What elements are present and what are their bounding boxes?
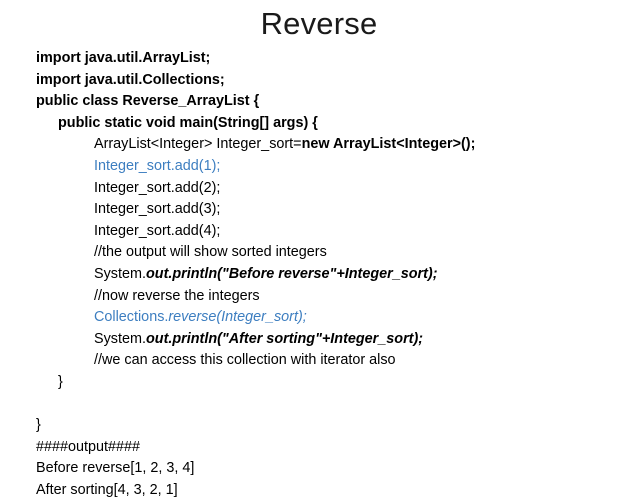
- code-line-comment-now-reverse: //now reverse the integers: [36, 286, 626, 308]
- code-line-output-header: ####output####: [36, 437, 626, 459]
- code-line-import-collections: import java.util.Collections;: [36, 70, 626, 92]
- slide-canvas: Reverse import java.util.ArrayList; impor…: [36, 6, 476, 498]
- code-line-comment-iterator: //we can access this collection with ite…: [36, 350, 626, 372]
- code-segment-add-4-0: Integer_sort.add(4);: [94, 222, 221, 239]
- code-segment-comment-iterator-0: //we can access this collection with ite…: [94, 352, 396, 369]
- code-line-spacer-1: [36, 394, 626, 416]
- code-segment-close-main-0: }: [58, 373, 63, 390]
- code-line-import-arraylist: import java.util.ArrayList;: [36, 48, 626, 70]
- code-segment-declare-list-0: ArrayList<Integer> Integer_sort=: [94, 136, 302, 153]
- code-line-class-decl: public class Reverse_ArrayList {: [36, 91, 626, 113]
- code-segment-print-before-1: out.println("Before reverse"+Integer_sor…: [145, 265, 438, 282]
- code-segment-collections-reverse-0: Collections.: [94, 309, 169, 326]
- code-line-output-before: Before reverse[1, 2, 3, 4]: [36, 458, 626, 480]
- code-segment-add-3-0: Integer_sort.add(3);: [94, 201, 221, 218]
- code-segment-add-1-0: Integer_sort.add(1);: [94, 157, 221, 174]
- code-line-comment-sorted: //the output will show sorted integers: [36, 242, 626, 264]
- code-segment-import-arraylist-0: import java.util.ArrayList;: [36, 50, 211, 66]
- code-segment-print-after-0: System.: [94, 330, 146, 347]
- code-line-print-after: System.out.println("After sorting"+Integ…: [36, 329, 626, 351]
- code-line-main-method: public static void main(String[] args) {: [36, 113, 626, 135]
- code-segment-collections-reverse-1: reverse(Integer_sort);: [168, 309, 307, 326]
- code-segment-main-method-0: public static void main(String[] args) {: [58, 114, 318, 131]
- code-line-print-before: System.out.println("Before reverse"+Inte…: [36, 264, 626, 286]
- code-line-close-main: }: [36, 372, 626, 394]
- code-line-add-3: Integer_sort.add(3);: [36, 199, 626, 221]
- code-segment-add-2-0: Integer_sort.add(2);: [94, 179, 221, 196]
- code-line-add-2: Integer_sort.add(2);: [36, 178, 626, 200]
- code-listing: import java.util.ArrayList; import java.u…: [36, 48, 626, 501]
- code-line-collections-reverse: Collections.reverse(Integer_sort);: [36, 307, 626, 329]
- code-line-add-4: Integer_sort.add(4);: [36, 221, 626, 243]
- code-segment-print-after-1: out.println("After sorting"+Integer_sort…: [145, 330, 424, 347]
- code-segment-comment-sorted-0: //the output will show sorted integers: [94, 244, 327, 261]
- code-segment-import-collections-0: import java.util.Collections;: [36, 71, 225, 88]
- code-line-output-after: After sorting[4, 3, 2, 1]: [36, 480, 626, 501]
- code-line-close-class: }: [36, 415, 626, 437]
- code-segment-declare-list-1: new ArrayList<Integer>();: [301, 136, 476, 153]
- code-segment-output-header-0: ####output####: [36, 438, 141, 455]
- code-segment-close-class-0: }: [36, 417, 41, 434]
- code-line-declare-list: ArrayList<Integer> Integer_sort=new Arra…: [36, 134, 626, 156]
- code-line-add-1: Integer_sort.add(1);: [36, 156, 626, 178]
- code-segment-print-before-0: System.: [94, 265, 146, 282]
- code-segment-comment-now-reverse-0: //now reverse the integers: [94, 287, 260, 304]
- code-segment-class-decl-0: public class Reverse_ArrayList {: [36, 93, 260, 110]
- page-title: Reverse: [260, 6, 378, 41]
- code-segment-output-before-0: Before reverse[1, 2, 3, 4]: [36, 460, 195, 477]
- code-segment-output-after-0: After sorting[4, 3, 2, 1]: [36, 481, 178, 498]
